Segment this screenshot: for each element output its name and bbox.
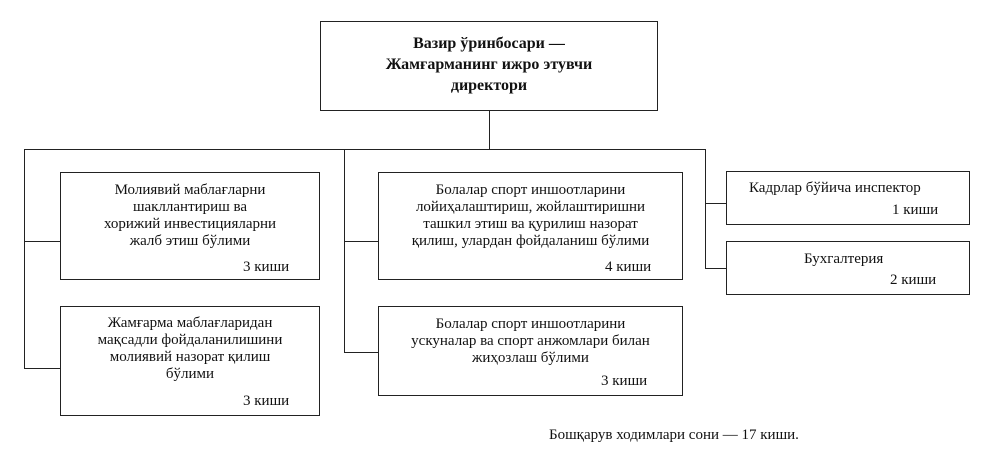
- unit-box-financial-resources: Молиявий маблағларни шакллантириш ва хор…: [60, 172, 320, 280]
- unit-title-line: молиявий назорат қилиш: [109, 349, 271, 365]
- unit-title-line: Болалар спорт иншоотларини: [435, 316, 626, 332]
- unit-title: Молиявий маблағларни шакллантириш ва хор…: [61, 182, 319, 250]
- unit-box-hr-inspector: Кадрлар бўйича инспектор 1 киши: [726, 171, 970, 225]
- connector-right-vertical: [705, 149, 706, 269]
- connector-left-branch-2: [24, 368, 60, 369]
- unit-title: Жамғарма маблағларидан мақсадли фойдалан…: [61, 315, 319, 383]
- unit-title: Болалар спорт иншоотларини ускуналар ва …: [379, 316, 682, 367]
- unit-box-accounting: Бухгалтерия 2 киши: [726, 241, 970, 295]
- unit-title-line: Жамғарма маблағларидан: [107, 315, 273, 331]
- connector-right-branch-2: [705, 268, 726, 269]
- unit-box-financial-control: Жамғарма маблағларидан мақсадли фойдалан…: [60, 306, 320, 416]
- connector-middle-branch-2: [344, 352, 378, 353]
- unit-title-line: хорижий инвестицияларни: [103, 216, 277, 232]
- unit-staff-count: 4 киши: [605, 259, 652, 275]
- title-line-2: Жамғарманинг ижро этувчи: [385, 56, 593, 73]
- unit-title-line: ускуналар ва спорт анжомлари билан: [411, 333, 650, 349]
- connector-horizontal-bus: [24, 149, 706, 150]
- unit-title-line: Бухгалтерия: [804, 251, 884, 267]
- connector-right-branch-1: [705, 203, 726, 204]
- connector-left-branch-1: [24, 241, 60, 242]
- unit-box-sports-equipment: Болалар спорт иншоотларини ускуналар ва …: [378, 306, 683, 396]
- connector-left-vertical: [24, 149, 25, 369]
- unit-title-line: бўлими: [165, 366, 215, 382]
- unit-title-line: Кадрлар бўйича инспектор: [749, 180, 921, 196]
- unit-title-line: ташкил этиш ва қурилиш назорат: [423, 216, 638, 232]
- unit-title-line: Молиявий маблағларни: [114, 182, 266, 198]
- unit-title-line: Болалар спорт иншоотларини: [435, 182, 626, 198]
- unit-staff-count: 3 киши: [243, 259, 290, 275]
- connector-middle-vertical: [344, 149, 345, 353]
- unit-title: Болалар спорт иншоотларини лойиҳалаштири…: [379, 182, 682, 250]
- unit-box-sports-facilities-design: Болалар спорт иншоотларини лойиҳалаштири…: [378, 172, 683, 280]
- connector-middle-branch-1: [344, 241, 378, 242]
- title-line-1: Вазир ўринбосари —: [413, 35, 565, 52]
- unit-staff-count: 2 киши: [890, 272, 937, 288]
- unit-title-line: жиҳозлаш бўлими: [472, 350, 589, 366]
- deputy-minister-box: Вазир ўринбосари — Жамғарманинг ижро эту…: [320, 21, 658, 111]
- unit-title-line: лойиҳалаштириш, жойлаштиришни: [415, 199, 646, 215]
- total-staff-note: Бошқарув ходимлари сони — 17 киши.: [549, 427, 799, 443]
- connector-top-vertical: [489, 110, 490, 150]
- unit-staff-count: 3 киши: [243, 393, 290, 409]
- unit-title-line: жалб этиш бўлими: [129, 233, 251, 249]
- unit-title-line: мақсадли фойдаланилишини: [97, 332, 283, 348]
- title-line-3: директори: [450, 77, 528, 94]
- unit-title-line: қилиш, улардан фойдаланиш бўлими: [411, 233, 650, 249]
- unit-staff-count: 3 киши: [601, 373, 648, 389]
- unit-staff-count: 1 киши: [892, 202, 939, 218]
- unit-title-line: шакллантириш ва: [132, 199, 248, 215]
- deputy-minister-title: Вазир ўринбосари — Жамғарманинг ижро эту…: [321, 33, 657, 96]
